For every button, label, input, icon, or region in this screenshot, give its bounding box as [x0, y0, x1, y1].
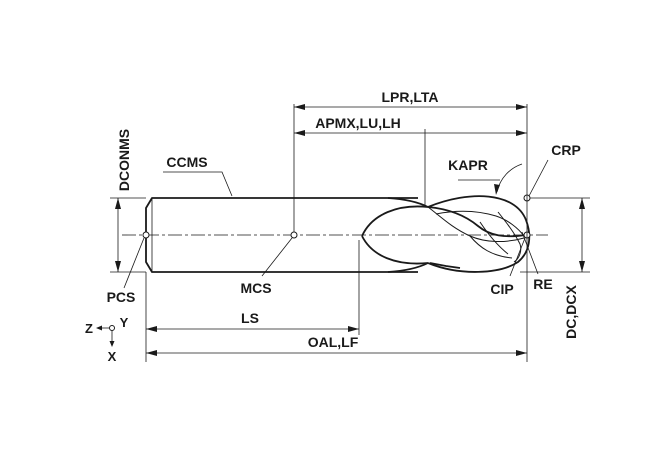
crp-leader — [528, 159, 549, 197]
coordinate-axes — [96, 325, 115, 347]
kapr-label: KAPR — [448, 157, 488, 173]
ls-dimension — [146, 326, 359, 332]
lpr-lta-dimension — [294, 104, 527, 110]
ccms-leader — [163, 171, 233, 197]
mcs-label: MCS — [240, 280, 271, 296]
axis-x-label: X — [108, 349, 117, 364]
pcs-point — [142, 231, 150, 239]
cutting-head — [361, 195, 531, 273]
dconms-label: DCONMS — [116, 129, 132, 191]
extension-lines — [110, 104, 590, 362]
oal-lf-dimension — [146, 350, 527, 356]
re-leader — [521, 231, 539, 275]
dc-dcx-dimension — [579, 198, 585, 272]
mcs-leader — [261, 237, 293, 277]
mcs-point — [290, 231, 298, 239]
lpr-lta-label: LPR,LTA — [381, 89, 438, 105]
crp-label: CRP — [551, 142, 581, 158]
kapr-angle — [458, 163, 523, 195]
ccms-label: CCMS — [166, 154, 207, 170]
ls-label: LS — [241, 310, 259, 326]
axis-z-label: Z — [85, 321, 93, 336]
dconms-dimension — [115, 198, 121, 272]
dc-dcx-label: DC,DCX — [563, 285, 579, 339]
apmx-lu-lh-dimension — [294, 130, 527, 136]
apmx-lu-lh-label: APMX,LU,LH — [315, 115, 401, 131]
re-label: RE — [533, 276, 552, 292]
cip-label: CIP — [490, 281, 513, 297]
pcs-leader — [123, 237, 145, 289]
cip-leader — [509, 237, 526, 277]
oal-lf-label: OAL,LF — [308, 334, 359, 350]
axis-y-label: Y — [120, 315, 129, 330]
pcs-label: PCS — [107, 289, 136, 305]
